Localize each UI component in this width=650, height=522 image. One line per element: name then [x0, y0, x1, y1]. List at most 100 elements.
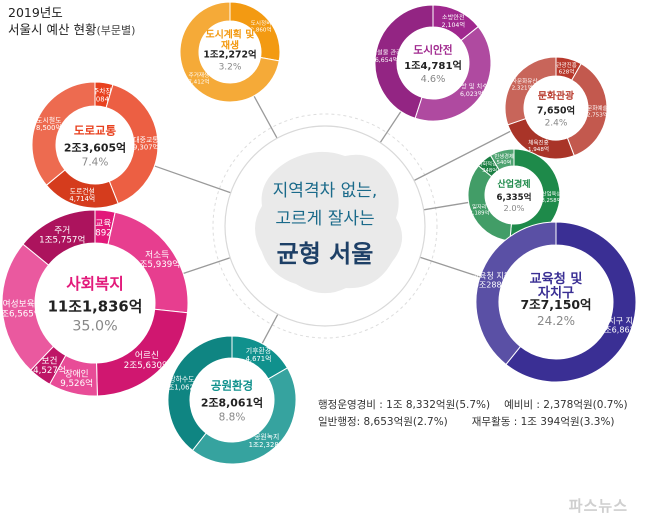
slice-label-culture-3: 역사문화유산	[507, 77, 538, 85]
note-admin-cost: 행정운영경비 : 1조 8,332억원(5.7%)	[318, 399, 491, 411]
donut-welfare: 교육3,892억저소득2조5,939억어르신2조5,630억장애인9,526억보…	[0, 209, 189, 397]
slice-value-culture-2: 1,948억	[528, 145, 549, 153]
donut-title-line1: 교육청 및	[530, 271, 583, 287]
slice-value-park-0: 4,671억	[246, 355, 272, 363]
donut-hole	[485, 166, 543, 224]
slice-label-traffic-2: 도로건설	[70, 186, 95, 195]
title-year: 2019년도	[8, 5, 63, 20]
slice-label-education-0: 자치구 지원	[601, 317, 641, 326]
slice-label-education-1: 교육청 지원	[472, 271, 512, 280]
slice-education-1	[475, 221, 557, 366]
title-main: 서울시 예산 현황	[8, 22, 97, 37]
center-circle: 지역격차 없는, 고르게 잘사는 균형 서울	[224, 125, 426, 327]
connector-park	[261, 313, 279, 344]
slice-urban_safety-1	[414, 25, 492, 122]
slice-value-education-0: 4조6,862억	[599, 325, 642, 335]
donut-share-traffic: 7.4%	[82, 156, 109, 168]
center-line-3: 균형 서울	[277, 240, 374, 268]
slice-value-education-1: 3조288억	[474, 279, 509, 289]
slice-value-urban_plan-1: 7,412억	[188, 78, 209, 86]
seoul-map-shape	[255, 151, 403, 294]
slice-label-urban_plan-1: 주거재생	[189, 71, 210, 79]
slice-label-welfare-5: 여성보육	[3, 298, 35, 310]
watermark: 파스뉴스	[568, 497, 628, 515]
slice-label-welfare-0: 교육	[95, 218, 111, 229]
slice-value-park-1: 1조2,328억	[249, 441, 285, 449]
connector-traffic	[154, 165, 231, 194]
slice-label-welfare-2: 어르신	[135, 350, 159, 361]
slice-park-2	[167, 335, 233, 452]
slice-label-welfare-1: 저소득	[145, 249, 169, 260]
slice-label-urban_safety-2: 시설물 관리	[371, 49, 401, 57]
slice-label-culture-0: 관광진흥	[556, 61, 577, 69]
donut-title-welfare: 사회복지	[66, 274, 123, 293]
connector-urban_safety	[379, 110, 402, 143]
slice-label-industry-2: 사회적경제	[477, 160, 501, 168]
slice-traffic-3	[31, 81, 96, 186]
slice-park-1	[191, 367, 297, 465]
note-reserve: 예비비 : 2,378억원(0.7%)	[504, 399, 628, 411]
slice-value-culture-0: 628억	[559, 67, 575, 75]
slice-culture-3	[504, 56, 557, 126]
donut-share-culture: 2.4%	[545, 118, 568, 128]
donut-hole	[35, 243, 155, 363]
connector-education	[419, 256, 481, 278]
donut-share-urban_plan: 3.2%	[219, 62, 242, 72]
slice-label-welfare-3: 장애인	[65, 368, 89, 379]
slice-value-culture-3: 2,321억	[512, 84, 533, 92]
connector-urban_plan	[253, 95, 278, 139]
slice-urban_safety-2	[374, 4, 434, 119]
donut-amount-education: 7조7,150억	[520, 297, 591, 312]
slice-value-culture-1: 2,753억	[587, 111, 608, 119]
slice-label-park-1: 공원녹지	[254, 432, 279, 441]
slice-value-welfare-6: 1조5,757억	[39, 234, 85, 246]
slice-label-industry-3: 민생경제	[494, 152, 514, 160]
slice-traffic-1	[105, 83, 159, 205]
donut-title-line2: 자치구	[538, 285, 574, 301]
slice-label-welfare-4: 보건	[42, 356, 58, 367]
donut-hole	[199, 21, 261, 83]
connector-welfare	[182, 257, 231, 275]
slice-value-urban_safety-1: 6,023억	[460, 90, 483, 98]
slice-value-welfare-2: 2조5,630억	[124, 359, 170, 371]
slice-label-urban_plan-0: 도시정비	[251, 19, 272, 27]
slice-label-industry-1: 일자리	[472, 202, 487, 210]
title-suffix: (부문별)	[96, 24, 136, 37]
slice-value-urban_safety-2: 6,654억	[375, 56, 398, 64]
donut-title-industry: 산업경제	[497, 178, 530, 190]
slice-value-welfare-4: 4,527억	[33, 364, 66, 376]
donut-amount-traffic: 2조3,605억	[64, 141, 126, 154]
donut-share-park: 8.8%	[219, 411, 246, 423]
donut-title-traffic: 도로교통	[74, 124, 117, 138]
connector-lines	[154, 95, 511, 344]
slice-value-industry-1: 2,189억	[469, 209, 489, 217]
connector-culture	[413, 130, 511, 182]
note-finance: 재무활동 : 1조 394억원(3.3%)	[471, 416, 615, 428]
donut-industry: 산업육성3,258억일자리2,189억사회적경제348억민생경제540억산업경제…	[467, 148, 562, 242]
donut-title-park: 공원환경	[211, 379, 253, 393]
connector-industry	[423, 201, 469, 211]
donut-hole	[56, 106, 134, 184]
slice-value-traffic-1: 9,307억	[133, 144, 159, 152]
slice-label-park-0: 기후환경	[246, 346, 271, 355]
donut-hole	[190, 358, 274, 442]
slice-label-traffic-0: 주차장	[93, 87, 113, 96]
slice-urban_plan-1	[179, 1, 280, 103]
slice-label-welfare-6: 주거	[54, 225, 70, 236]
donut-amount-culture: 7,650억	[537, 104, 575, 116]
donut-share-education: 24.2%	[537, 314, 575, 328]
donut-hole	[524, 76, 588, 140]
slice-value-welfare-5: 2조6,565억	[0, 307, 42, 319]
slice-label-industry-0: 산업육성	[542, 190, 562, 198]
donut-share-welfare: 35.0%	[72, 319, 117, 335]
slice-label-urban_safety-1: 수방 및 치수	[455, 83, 488, 91]
donut-culture: 관광진흥628억문화예술2,753억체육진흥1,948억역사문화유산2,321억…	[504, 56, 608, 160]
center-line-2: 고르게 잘사는	[275, 209, 374, 229]
donut-share-industry: 2.0%	[504, 203, 525, 213]
center-dashed-ring	[212, 113, 438, 339]
slice-value-industry-3: 540억	[497, 158, 512, 166]
